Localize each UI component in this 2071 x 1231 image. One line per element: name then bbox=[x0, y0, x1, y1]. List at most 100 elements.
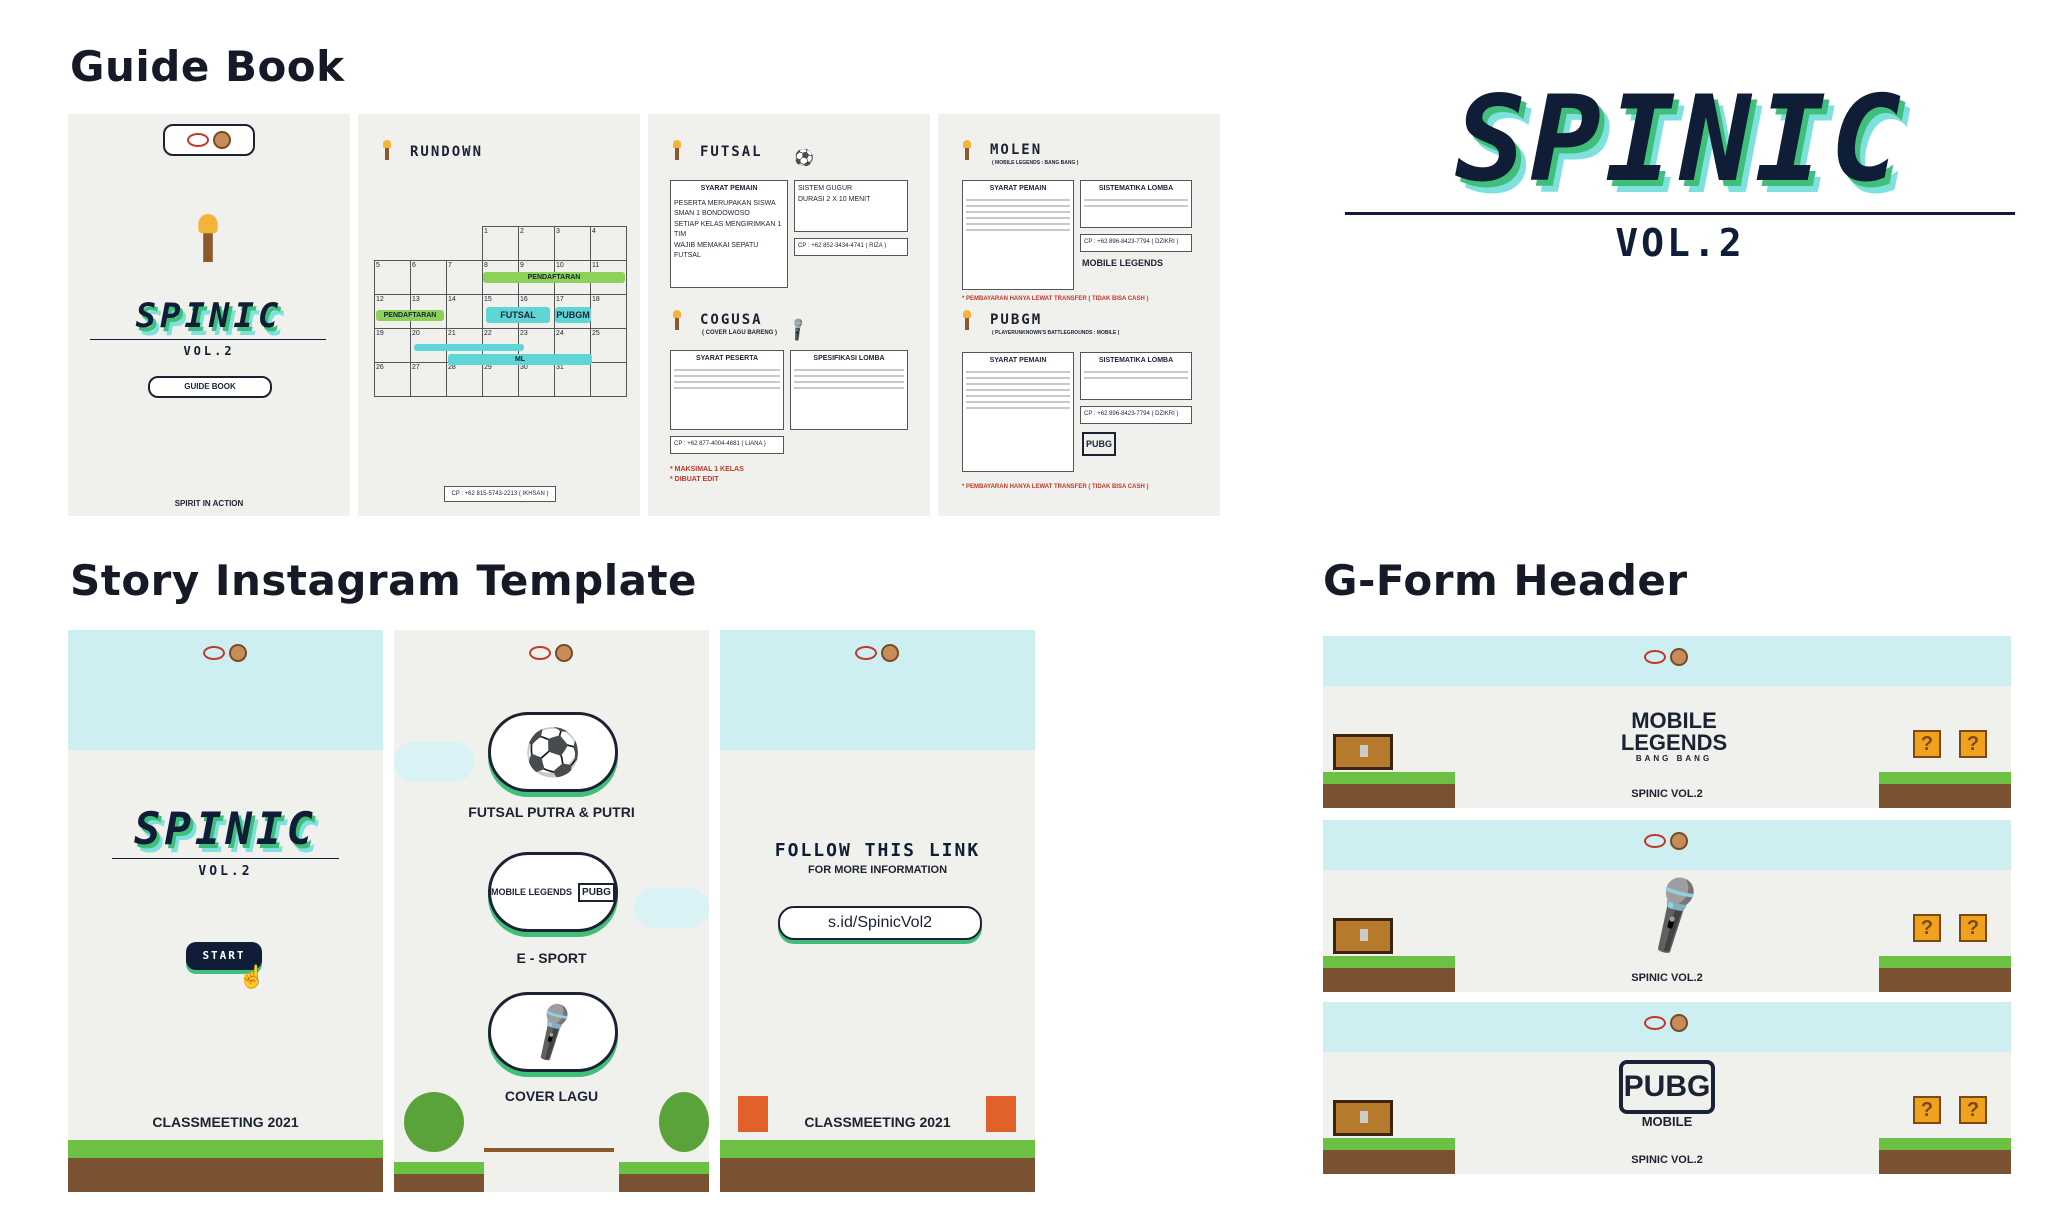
school-logo-icon bbox=[1644, 834, 1666, 848]
cogusa-spec-title: SPESIFIKASI LOMBA bbox=[813, 355, 885, 362]
cover-lagu-menu-button[interactable]: 🎤 bbox=[488, 992, 618, 1072]
pubgm-sys-title: SISTEMATIKA LOMBA bbox=[1098, 357, 1174, 364]
start-button[interactable]: START bbox=[186, 942, 262, 970]
grass-platform bbox=[1323, 772, 1455, 808]
pubgm-req-title: SYARAT PEMAIN bbox=[989, 357, 1047, 364]
molen-subtitle: ( MOBILE LEGENDS : BANG BANG ) bbox=[992, 160, 1079, 166]
cover-lagu-menu-label: COVER LAGU bbox=[504, 1088, 599, 1104]
pubgm-note: * PEMBAYARAN HANYA LEWAT TRANSFER ( TIDA… bbox=[962, 484, 1149, 490]
ml-logo-mid: LEGENDS bbox=[1620, 730, 1728, 755]
molen-contact: CP : +62 896-8423-7794 ( DZIKRI ) bbox=[1080, 234, 1192, 252]
rundown-title: RUNDOWN bbox=[410, 144, 484, 160]
molen-requirements-box: SYARAT PEMAIN bbox=[962, 180, 1074, 290]
pubgm-system-box: SISTEMATIKA LOMBA bbox=[1080, 352, 1192, 400]
bridge-decoration bbox=[484, 1148, 614, 1152]
question-block-icon: ? bbox=[1913, 1096, 1941, 1124]
mobile-legends-logo: MOBILE LEGENDS bbox=[491, 887, 573, 897]
event-bar-pubgm: PUBGM bbox=[555, 307, 591, 323]
seal-icon bbox=[881, 644, 899, 662]
futsal-menu-label: FUTSAL PUTRA & PUTRI bbox=[468, 804, 635, 820]
torch-icon bbox=[672, 310, 682, 330]
tree-decoration bbox=[404, 1092, 464, 1152]
esport-menu-label: E - SPORT bbox=[516, 950, 587, 966]
grass-platform bbox=[394, 1162, 484, 1192]
esport-menu-button[interactable]: MOBILE LEGENDS PUBG bbox=[488, 852, 618, 932]
cover-volume: VOL.2 bbox=[183, 344, 235, 358]
molen-sys-title: SISTEMATIKA LOMBA bbox=[1098, 185, 1174, 192]
molen-title: MOLEN bbox=[990, 142, 1043, 158]
follow-link-heading: FOLLOW THIS LINK bbox=[774, 840, 981, 861]
seal-icon bbox=[555, 644, 573, 662]
cogusa-requirements-box: SYARAT PESERTA bbox=[670, 350, 784, 430]
futsal-menu-button[interactable]: ⚽ bbox=[488, 712, 618, 792]
section-title-gform: G-Form Header bbox=[1323, 556, 1688, 605]
grass-platform bbox=[1323, 1138, 1455, 1174]
school-logo-badge bbox=[512, 640, 590, 666]
futsal-req-title: SYARAT PEMAIN bbox=[700, 185, 758, 192]
story-footer: CLASSMEETING 2021 bbox=[152, 1114, 299, 1130]
story-footer: CLASSMEETING 2021 bbox=[804, 1114, 951, 1130]
football-icon: ⚽ bbox=[794, 150, 814, 167]
ml-logo-sub: BANG BANG bbox=[1635, 754, 1713, 763]
seal-icon bbox=[213, 131, 231, 149]
molen-game-logo: MOBILE LEGENDS bbox=[1082, 258, 1164, 268]
cover-logo: SPINIC bbox=[135, 296, 283, 336]
treasure-chest-icon bbox=[1333, 1100, 1393, 1136]
event-bar-pendaftaran: PENDAFTARAN bbox=[483, 272, 625, 283]
cover-divider bbox=[90, 339, 326, 340]
logo-divider bbox=[1345, 212, 2015, 215]
molen-system-box: SISTEMATIKA LOMBA bbox=[1080, 180, 1192, 228]
molen-note: * PEMBAYARAN HANYA LEWAT TRANSFER ( TIDA… bbox=[962, 296, 1149, 302]
seal-icon bbox=[1670, 1014, 1688, 1032]
section-title-guide-book: Guide Book bbox=[70, 42, 345, 91]
main-logo: SPINIC VOL.2 bbox=[1345, 70, 2015, 265]
gform-header-cover: 🎤 SPINIC VOL.2 ? ? bbox=[1323, 820, 2011, 992]
cogusa-note-2: * DIBUAT EDIT bbox=[670, 476, 719, 483]
grass-platform bbox=[619, 1162, 709, 1192]
pubgm-subtitle: ( PLAYERUNKNOWN'S BATTLEGROUNDS : MOBILE… bbox=[992, 330, 1120, 336]
torch-icon bbox=[672, 140, 682, 160]
school-logo-icon bbox=[187, 133, 209, 147]
question-block-icon: ? bbox=[1913, 914, 1941, 942]
microphone-icon: 🎤 bbox=[785, 317, 812, 344]
torch-icon bbox=[382, 140, 392, 160]
cogusa-title: COGUSA bbox=[700, 312, 763, 328]
school-logo-badge bbox=[838, 640, 916, 666]
school-logo-icon bbox=[529, 646, 551, 660]
sky-background bbox=[68, 630, 383, 750]
sky-background bbox=[1323, 636, 2011, 686]
grass-ground bbox=[720, 1140, 1035, 1192]
grass-platform bbox=[1879, 772, 2011, 808]
cogusa-contact: CP : +62 877-4004-4681 ( LIANA ) bbox=[670, 436, 784, 454]
main-logo-title: SPINIC bbox=[1454, 70, 1906, 208]
cogusa-req-title: SYARAT PESERTA bbox=[695, 355, 759, 362]
question-block-icon: ? bbox=[1959, 730, 1987, 758]
pubg-logo-mark: PUBG bbox=[1619, 1060, 1715, 1114]
guide-book-button[interactable]: GUIDE BOOK bbox=[148, 376, 272, 398]
pubg-mobile-logo: PUBG MOBILE bbox=[1619, 1060, 1715, 1129]
school-logo-icon bbox=[203, 646, 225, 660]
futsal-rule-item: DURASI 2 X 10 MENIT bbox=[798, 195, 871, 203]
pubgm-title: PUBGM bbox=[990, 312, 1043, 328]
guide-esport-page: MOLEN ( MOBILE LEGENDS : BANG BANG ) SYA… bbox=[938, 114, 1220, 516]
story-volume: VOL.2 bbox=[198, 864, 253, 879]
futsal-title: FUTSAL bbox=[700, 144, 763, 160]
torch-icon bbox=[962, 310, 972, 330]
gform-header-pubg: PUBG MOBILE SPINIC VOL.2 ? ? bbox=[1323, 1002, 2011, 1174]
guide-cover-page: SPINIC VOL.2 GUIDE BOOK SPIRIT IN ACTION bbox=[68, 114, 350, 516]
link-button[interactable]: s.id/SpinicVol2 bbox=[778, 906, 982, 940]
pubg-logo: PUBG bbox=[578, 882, 615, 902]
futsal-req-item: SETIAP KELAS MENGIRIMKAN 1 TIM bbox=[674, 220, 782, 239]
rundown-contact: CP : +62 815-5743-2213 ( IKHSAN ) bbox=[444, 486, 556, 502]
pubgm-requirements-box: SYARAT PEMAIN bbox=[962, 352, 1074, 472]
school-logo-icon bbox=[1644, 650, 1666, 664]
grass-platform bbox=[1323, 956, 1455, 992]
character-icon bbox=[986, 1096, 1016, 1132]
question-block-icon: ? bbox=[1959, 1096, 1987, 1124]
futsal-req-item: PESERTA MERUPAKAN SISWA SMAN 1 BONDOWOSO bbox=[674, 199, 776, 218]
pubgm-game-logo: PUBG bbox=[1082, 432, 1116, 456]
question-block-icon: ? bbox=[1959, 914, 1987, 942]
seal-icon bbox=[1670, 648, 1688, 666]
event-bar-pendaftaran-2: PENDAFTARAN bbox=[376, 310, 444, 321]
